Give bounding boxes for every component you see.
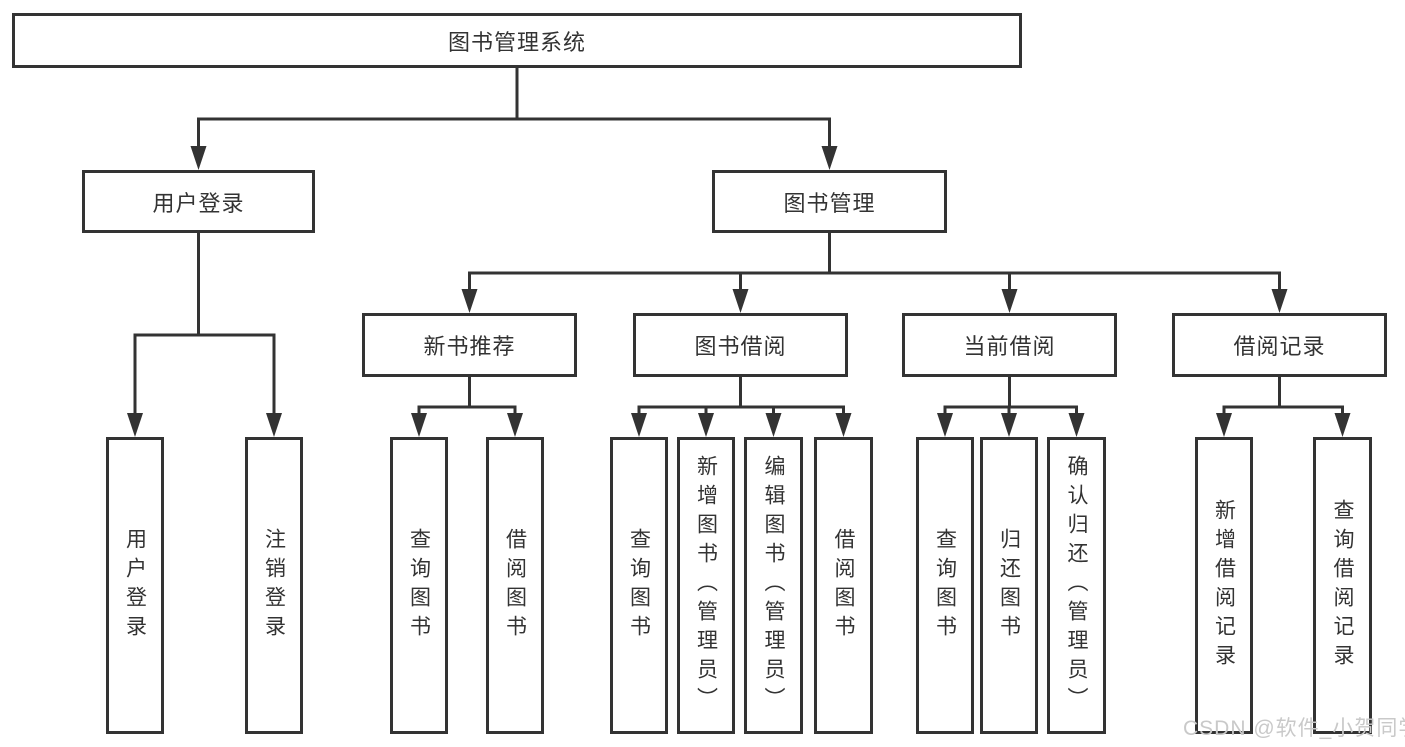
node-borrow-books-2: 借阅图书 bbox=[814, 437, 873, 734]
node-new-book-recommend: 新书推荐 bbox=[362, 313, 577, 377]
node-label: 查询图书 bbox=[627, 527, 651, 644]
node-label: 确认归还（管理员） bbox=[1065, 455, 1089, 716]
node-add-book-admin: 新增图书（管理员） bbox=[677, 437, 735, 734]
node-label: 图书管理系统 bbox=[447, 29, 586, 55]
node-label: 当前借阅 bbox=[963, 334, 1056, 359]
node-label: 注销登录 bbox=[262, 527, 286, 644]
node-label: 借阅图书 bbox=[503, 527, 527, 644]
node-label: 新书推荐 bbox=[423, 334, 516, 359]
node-edit-book-admin: 编辑图书（管理员） bbox=[744, 437, 803, 734]
node-logout: 注销登录 bbox=[245, 437, 303, 734]
node-label: 图书管理 bbox=[783, 190, 876, 216]
node-library-system: 图书管理系统 bbox=[12, 13, 1022, 68]
node-label: 用户登录 bbox=[152, 190, 245, 216]
node-user-login: 用户登录 bbox=[82, 170, 315, 233]
node-label: 借阅图书 bbox=[832, 527, 856, 644]
node-label: 编辑图书（管理员） bbox=[762, 455, 786, 716]
node-add-borrow-record: 新增借阅记录 bbox=[1195, 437, 1253, 734]
node-label: 借阅记录 bbox=[1233, 334, 1326, 359]
node-label: 查询图书 bbox=[407, 527, 431, 644]
node-borrow-records: 借阅记录 bbox=[1172, 313, 1387, 377]
node-label: 新增借阅记录 bbox=[1212, 498, 1236, 673]
node-label: 图书借阅 bbox=[694, 334, 787, 359]
node-label: 新增图书（管理员） bbox=[694, 455, 718, 716]
node-current-borrow: 当前借阅 bbox=[902, 313, 1117, 377]
node-borrow-books-1: 借阅图书 bbox=[486, 437, 544, 734]
node-label: 查询图书 bbox=[933, 527, 957, 644]
node-query-borrow-record: 查询借阅记录 bbox=[1313, 437, 1372, 734]
node-confirm-return-admin: 确认归还（管理员） bbox=[1047, 437, 1106, 734]
csdn-watermark: CSDN @软件_小贺同学 bbox=[1183, 717, 1405, 740]
node-label: 查询借阅记录 bbox=[1331, 498, 1355, 673]
node-book-management: 图书管理 bbox=[712, 170, 947, 233]
node-return-books: 归还图书 bbox=[980, 437, 1038, 734]
node-user-login-leaf: 用户登录 bbox=[106, 437, 164, 734]
node-query-books-2: 查询图书 bbox=[610, 437, 668, 734]
node-query-books-1: 查询图书 bbox=[390, 437, 448, 734]
node-query-books-3: 查询图书 bbox=[916, 437, 974, 734]
node-label: 归还图书 bbox=[997, 527, 1021, 644]
node-book-borrow: 图书借阅 bbox=[633, 313, 848, 377]
node-label: 用户登录 bbox=[123, 527, 147, 644]
